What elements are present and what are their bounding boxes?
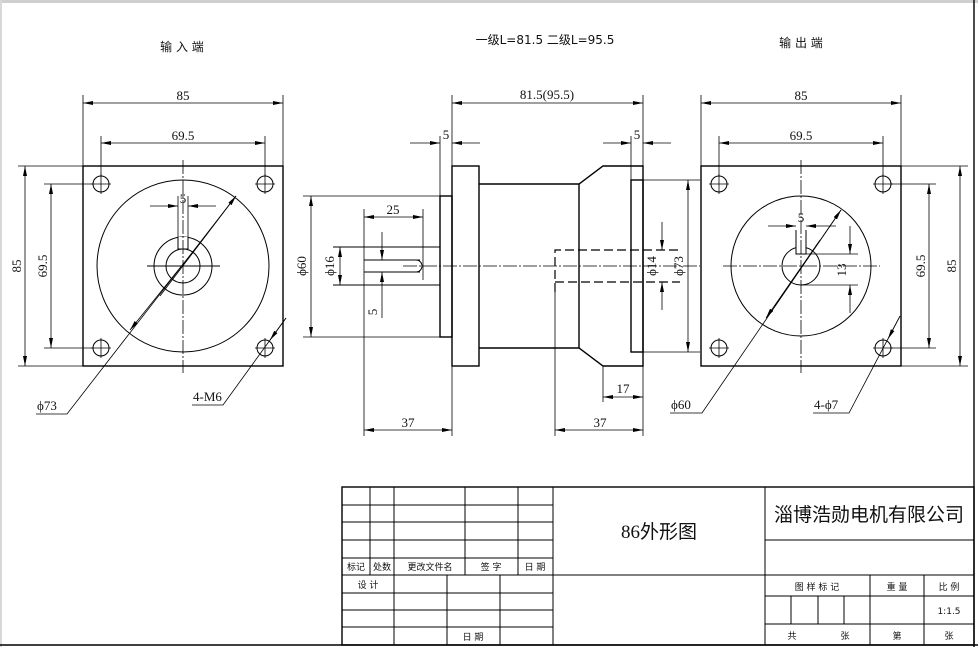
input-depth-dim: 37 (402, 415, 416, 430)
tb-header-mark: 标记 (347, 561, 365, 573)
output-pilot-dia-dim: ϕ60 (671, 397, 691, 412)
tb-sheet-label-2: 张 (944, 631, 953, 642)
tb-header-count: 处数 (373, 561, 391, 573)
output-step-dim: 17 (617, 381, 631, 396)
length-note: 一级L=81.5 二级L=95.5 (476, 33, 615, 47)
input-adapter (439, 195, 453, 338)
output-width-dim: 85 (795, 88, 808, 103)
window-left-edge (0, 0, 2, 647)
input-height-dim: 85 (9, 260, 24, 273)
input-dia-dim: ϕ60 (294, 256, 309, 276)
output-hole-spacing-dim: 69.5 (790, 128, 813, 143)
bore-dia-dim: ϕ16 (322, 256, 337, 276)
tb-header-filename: 更改文件名 (407, 561, 452, 573)
input-keyway-end (415, 259, 423, 273)
key-length-dim: 25 (387, 202, 400, 217)
side-view: 一级L=81.5 二级L=95.5 81.5(95.5) 5 5 (294, 33, 700, 436)
left-flange-dim: 5 (443, 127, 450, 142)
tb-weight-label: 重 量 (887, 581, 908, 593)
drawing-name: 86外形图 (621, 521, 697, 543)
length-dim: 81.5(95.5) (520, 87, 574, 102)
tb-page-label: 第 (892, 630, 901, 642)
output-end-label: 输 出 端 (779, 35, 823, 50)
tb-design-label: 设 计 (358, 579, 379, 591)
output-end-view: 输 出 端 5 13 85 (670, 35, 968, 414)
input-width-dim: 85 (177, 88, 190, 103)
window-top-edge (0, 0, 978, 3)
key-width-dim: 5 (365, 309, 380, 316)
output-key-height-dim: 13 (834, 264, 849, 277)
input-end-label: 输 入 端 (160, 39, 204, 54)
output-key-width-dim: 5 (798, 210, 805, 225)
output-length-dim: 37 (594, 415, 608, 430)
tb-total-label: 共 (787, 631, 796, 642)
input-pilot-dia-dim: ϕ73 (37, 398, 57, 413)
tb-scale-label: 比 例 (939, 581, 960, 593)
output-hole-spacing-v-dim: 69.5 (913, 255, 928, 278)
tb-sheet-label: 张 (840, 631, 849, 642)
tb-date-label: 日 期 (463, 632, 484, 643)
tb-scale-value: 1:1.5 (937, 607, 960, 617)
company-name: 淄博浩勋电机有限公司 (774, 504, 964, 526)
output-hole-dim: 4-ϕ7 (814, 397, 839, 412)
output-pilot-dim: ϕ73 (671, 256, 686, 276)
output-height-dim: 85 (944, 260, 959, 273)
input-key-width-dim: 5 (180, 191, 187, 206)
input-hole-spacing-dim: 69.5 (172, 128, 195, 143)
input-end-view: 输 入 端 5 85 (9, 39, 287, 415)
tb-header-signature: 签 字 (481, 561, 502, 573)
tb-sample-mark-label: 图 样 标 记 (795, 581, 840, 593)
title-block: 标记 处数 更改文件名 签 字 日 期 设 计 日 期 86外形图 淄博浩勋电机… (341, 486, 975, 646)
input-thread-dim: 4-M6 (193, 389, 222, 404)
right-flange-dim: 5 (634, 127, 641, 142)
output-shaft-dim: ϕ14 (644, 256, 659, 276)
output-shaft-hidden (554, 249, 680, 292)
tb-header-date: 日 期 (525, 562, 546, 573)
input-hole-spacing-v-dim: 69.5 (35, 255, 50, 278)
